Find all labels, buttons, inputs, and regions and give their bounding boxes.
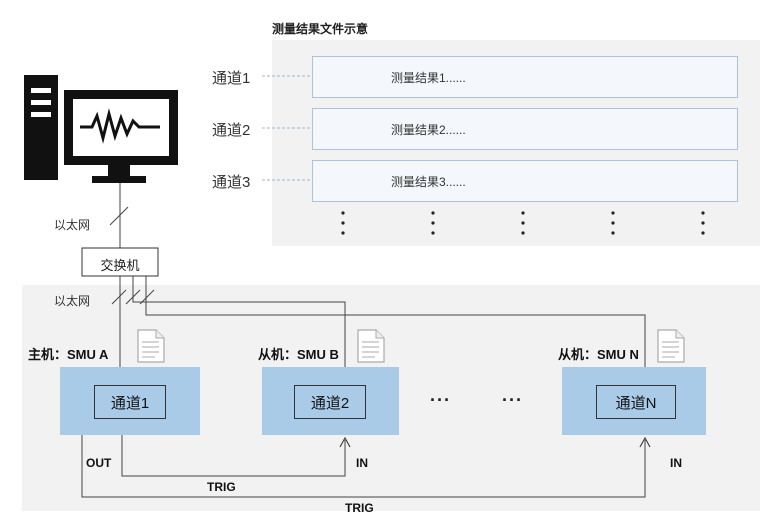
in-label-b: IN — [356, 456, 368, 470]
result-3-text: 测量结果3...... — [391, 175, 466, 189]
channel-leaders — [262, 75, 310, 181]
result-1-text: 测量结果1...... — [391, 71, 466, 85]
out-label: OUT — [86, 456, 112, 470]
smu-a-title: 主机：SMU A — [28, 347, 109, 362]
result-2-text: 测量结果2...... — [391, 123, 466, 137]
smu-a-channel: 通道1 — [94, 385, 166, 419]
ethernet-cables-bottom — [111, 276, 646, 367]
result-file-title: 测量结果文件示意 — [272, 22, 369, 36]
trig-label-1: TRIG — [207, 480, 236, 494]
ethernet-label-top: 以太网 — [54, 218, 91, 232]
result-row-3: 测量结果3...... — [312, 160, 738, 202]
smu-b-box: 通道2 — [262, 367, 399, 435]
channel-2-label: 通道2 — [212, 122, 251, 139]
smu-n-channel: 通道N — [596, 385, 676, 419]
document-icon-a — [137, 329, 165, 363]
computer-icon — [24, 75, 178, 183]
smu-n-title: 从机：SMU N — [558, 347, 639, 362]
smu-b-channel: 通道2 — [294, 385, 366, 419]
document-icon-n — [657, 329, 685, 363]
smu-a-box: 通道1 — [60, 367, 200, 435]
trig-label-2: TRIG — [345, 501, 374, 515]
ellipsis-1: ··· — [430, 390, 451, 410]
result-row-1: 测量结果1...... — [312, 56, 738, 98]
smu-n-box: 通道N — [562, 367, 706, 435]
result-row-2: 测量结果2...... — [312, 108, 738, 150]
trigger-arrowheads — [339, 436, 651, 448]
channel-1-label: 通道1 — [212, 70, 251, 87]
channel-3-label: 通道3 — [212, 174, 251, 191]
ethernet-tick-top — [109, 206, 129, 226]
vertical-ellipsis-columns — [341, 211, 705, 235]
smu-b-title: 从机：SMU B — [258, 347, 339, 362]
ellipsis-2: ··· — [502, 390, 523, 410]
trigger-lines — [81, 435, 646, 498]
document-icon-b — [357, 329, 385, 363]
switch-label: 交换机 — [100, 258, 140, 273]
ethernet-label-bottom: 以太网 — [54, 294, 91, 308]
switch-box — [81, 247, 159, 277]
in-label-n: IN — [670, 456, 682, 470]
